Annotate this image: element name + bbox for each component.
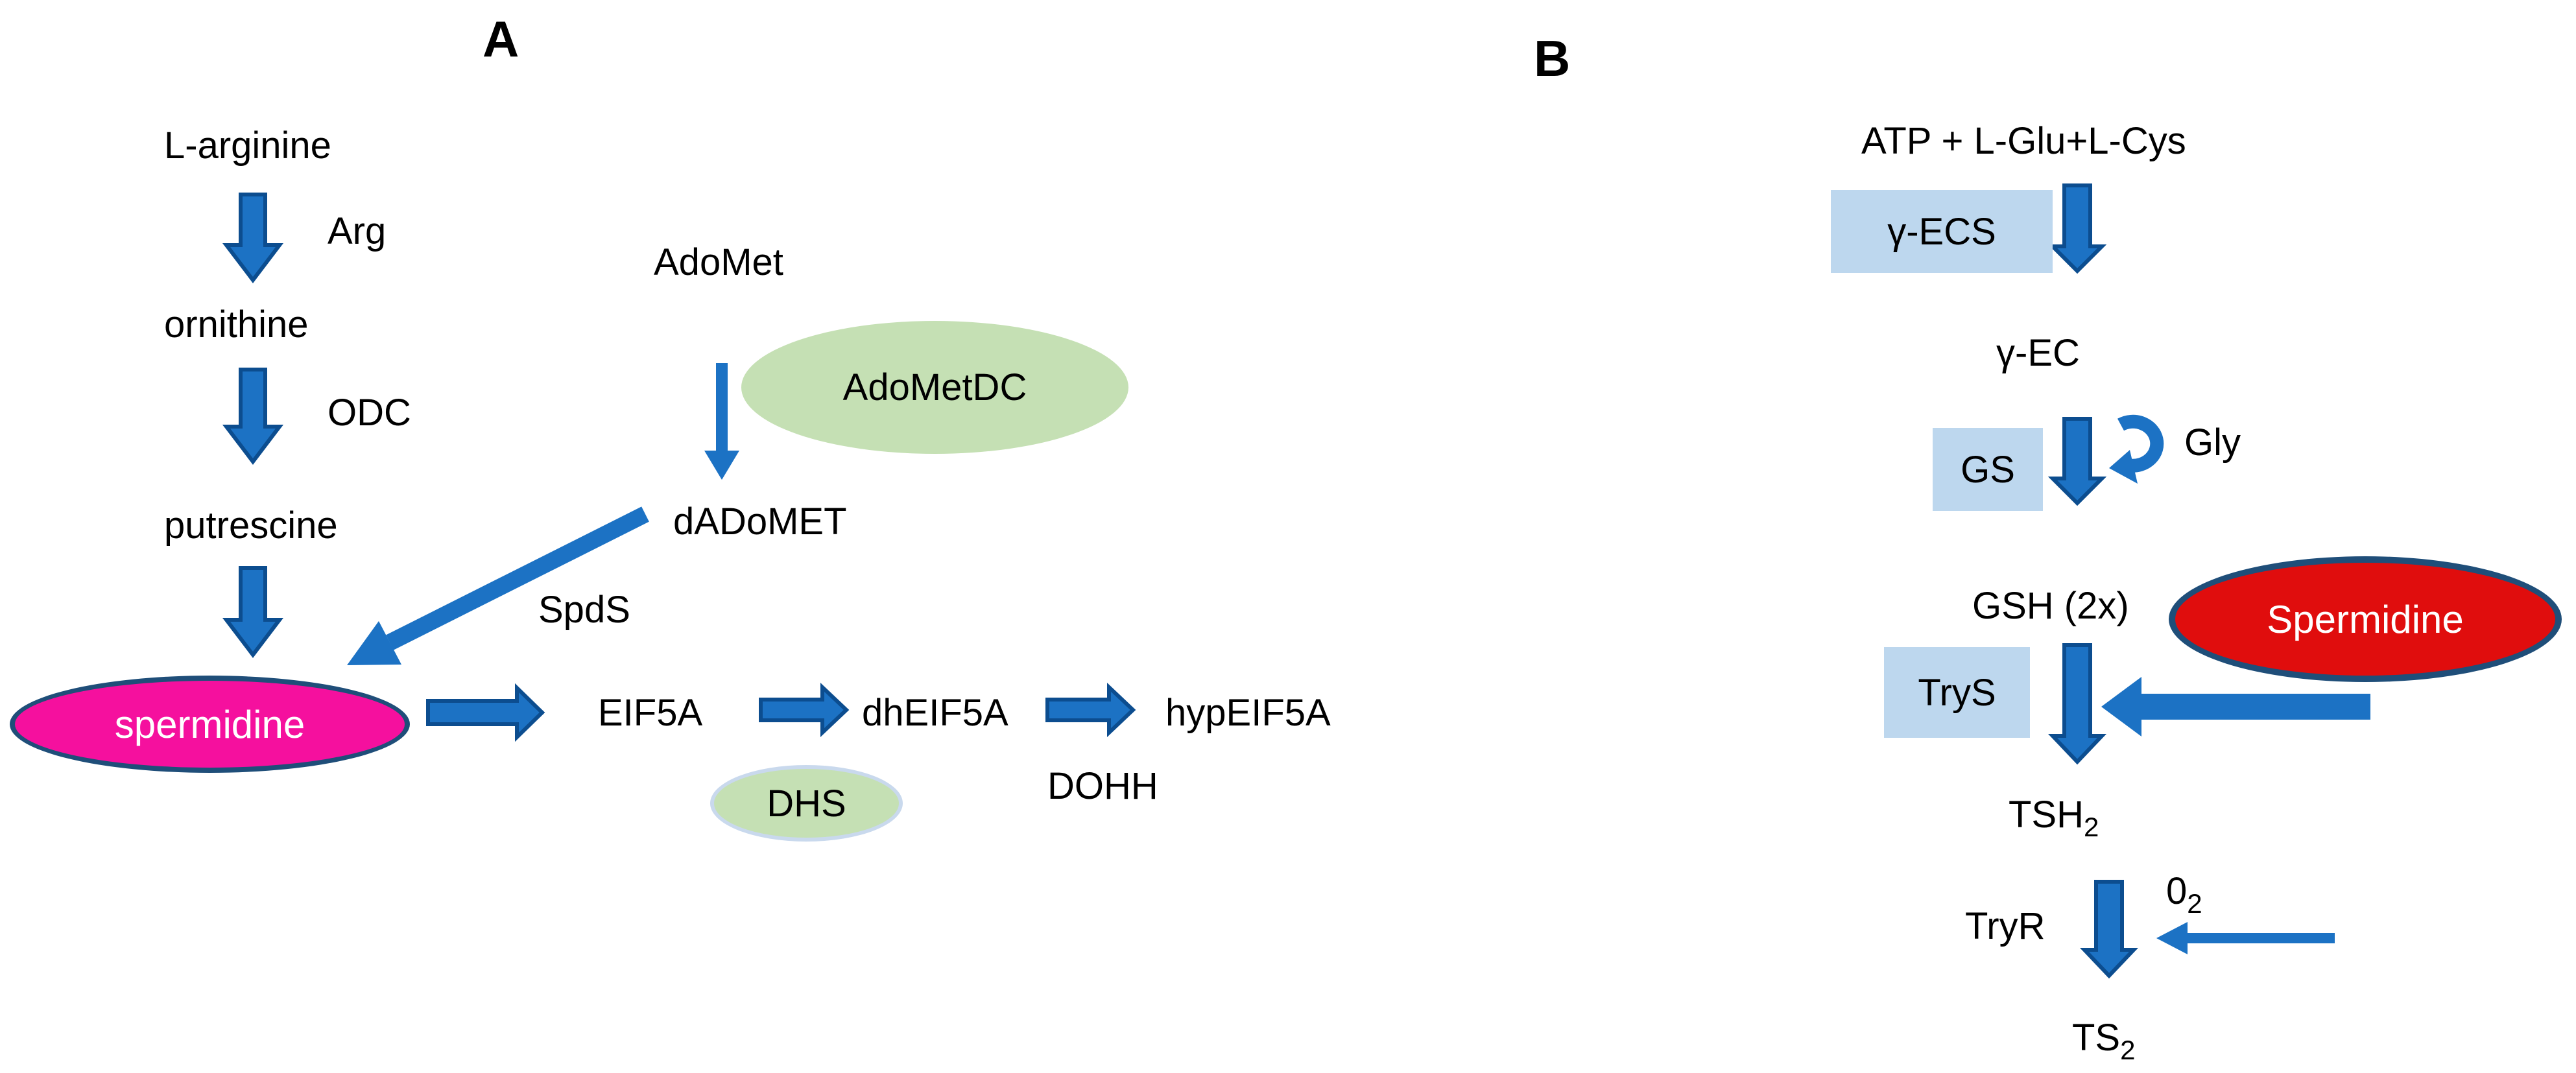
trys-down-arrow-icon [2048,643,2106,765]
node-putrescine: putrescine [164,504,338,547]
node-hypeif5a: hypEIF5A [1165,692,1331,734]
node-ornithine: ornithine [164,303,309,346]
enzyme-gs: GS [1961,448,2015,491]
node-adomet: AdoMet [654,241,783,283]
gamma-ecs-down-arrow-icon [2047,183,2107,274]
enzyme-arg: Arg [328,210,387,252]
adometdc-ellipse: AdoMetDC [741,321,1128,454]
panel-a-label: A [483,10,519,67]
dheif5a-to-hypeif5a-arrow-icon [1045,683,1136,737]
node-ts2: TS2 [2072,1017,2136,1065]
odc-down-arrow-icon [222,368,284,465]
tryr-down-arrow-icon [2080,880,2138,979]
node-spermidine: spermidine [114,702,305,746]
o2-thin-left-arrow-icon [2156,922,2335,954]
putrescine-down-arrow-icon [222,566,284,658]
node-dheif5a: dhEIF5A [862,692,1008,734]
enzyme-adometdc: AdoMetDC [842,366,1027,408]
enzyme-trys: TryS [1918,671,1996,714]
node-spermidine-b: Spermidine [2267,597,2464,641]
node-gamma-ec: γ-EC [1996,332,2080,374]
enzyme-dohh: DOHH [1047,765,1158,807]
eif5a-to-dheif5a-arrow-icon [759,683,850,737]
enzyme-tryr: TryR [1965,905,2045,947]
spds-diagonal-arrowhead-icon [347,621,401,665]
gly-cycle-arrowhead-icon [2109,450,2138,484]
gs-down-arrow-icon [2047,417,2107,506]
gs-box: GS [1933,428,2043,511]
node-o2: 02 [2166,870,2202,919]
dhs-ellipse: DHS [710,765,903,842]
gamma-ecs-box: γ-ECS [1831,190,2053,273]
node-dadomet: dADoMET [673,501,847,543]
node-l-arginine: L-arginine [164,124,331,167]
enzyme-spds: SpdS [538,589,630,631]
enzyme-dhs: DHS [767,782,846,825]
spds-diagonal-arrow-icon [386,506,649,650]
trys-box: TryS [1884,647,2030,738]
gly-cycle-arrow-icon [2117,414,2164,473]
spermidine-left-arrow-icon [2101,677,2370,737]
node-substrates: ATP + L-Glu+L-Cys [1861,120,2186,162]
node-eif5a: EIF5A [598,692,703,734]
spermidine-to-eif5a-arrow-icon [426,683,545,742]
node-gsh: GSH (2x) [1972,585,2129,627]
enzyme-odc: ODC [328,392,411,434]
node-gly: Gly [2184,421,2241,464]
spermidine-red-ellipse: Spermidine [2169,556,2562,682]
panel-b-label: B [1534,30,1571,87]
spermidine-ellipse: spermidine [10,676,410,773]
node-tsh2: TSH2 [2009,794,2099,842]
arg-down-arrow-icon [222,193,284,283]
adomet-thin-down-arrow-icon [704,363,739,480]
enzyme-gamma-ecs: γ-ECS [1887,210,1996,253]
